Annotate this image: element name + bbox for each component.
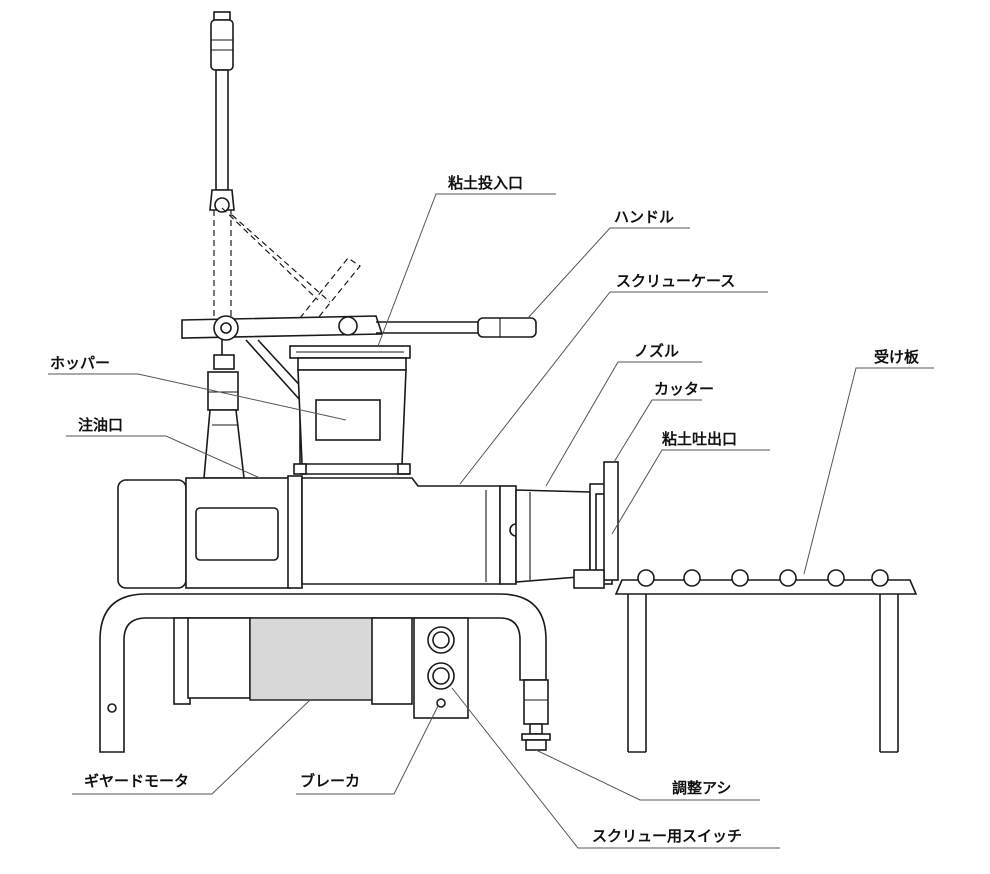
oil-port-assembly xyxy=(203,354,245,479)
label-cutter: カッター xyxy=(654,380,714,398)
label-screw-switch: スクリュー用スイッチ xyxy=(592,827,742,845)
label-clay-outlet: 粘土吐出口 xyxy=(662,430,737,448)
label-gear-motor: ギヤードモータ xyxy=(84,772,189,790)
label-hopper: ホッパー xyxy=(50,354,110,372)
switch-box xyxy=(413,617,469,719)
handle-arm xyxy=(181,315,537,341)
screw-case xyxy=(117,461,619,589)
label-handle: ハンドル xyxy=(614,208,674,226)
lever-assembly xyxy=(209,11,361,319)
labels: 粘土投入口 ハンドル スクリューケース ホッパー ノズル カッター 注油口 粘土… xyxy=(50,174,920,845)
gear-motor xyxy=(173,617,413,705)
frame xyxy=(99,593,551,753)
label-oil-port: 注油口 xyxy=(78,416,123,434)
label-nozzle: ノズル xyxy=(634,342,679,360)
label-adjuster-foot: 調整アシ xyxy=(672,779,731,797)
leader-lines xyxy=(48,193,934,849)
receiving-plate xyxy=(614,569,918,753)
label-receiving-plate: 受け板 xyxy=(874,348,920,366)
label-breaker: ブレーカ xyxy=(300,772,360,790)
label-clay-inlet: 粘土投入口 xyxy=(448,174,523,192)
label-screw-case: スクリューケース xyxy=(616,272,735,290)
hopper xyxy=(289,345,411,475)
